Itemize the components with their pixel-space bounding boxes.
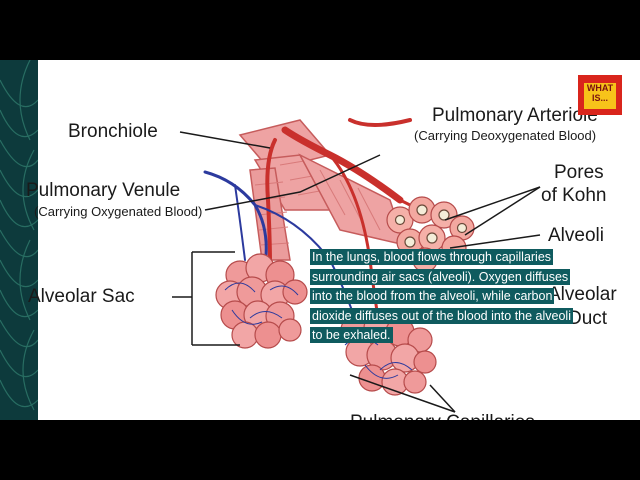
- logo-line2: IS...: [591, 93, 608, 103]
- leader-lines: [172, 131, 541, 413]
- alveoli-anatomy-diagram: [172, 118, 541, 413]
- decorative-side-panel: [0, 60, 38, 420]
- label-pulmonary-artery-sub: (Carrying Deoxygenated Blood): [414, 128, 597, 143]
- label-pulmonary-capillaries: Pulmonary Capillaries: [350, 412, 535, 420]
- label-alveolar-sac: Alveolar Sac: [28, 286, 135, 307]
- label-bronchiole: Bronchiole: [68, 121, 158, 142]
- pores-of-kohn: [394, 204, 468, 248]
- label-pulmonary-venule: Pulmonary Venule: [26, 180, 181, 201]
- label-pulmonary-venule-sub: (Carrying Oxygenated Blood): [34, 204, 203, 219]
- logo-line1: WHAT: [586, 83, 614, 93]
- video-frame[interactable]: Bronchiole Pulmonary Arteriole (Carrying…: [0, 60, 640, 420]
- letterbox-top: [0, 0, 640, 60]
- label-alveolar-duct-line1: Alveolar: [548, 284, 617, 305]
- channel-logo[interactable]: WHAT IS...: [578, 75, 622, 115]
- label-pulmonary-artery: Pulmonary Arteriole: [432, 105, 598, 126]
- caption-overlay: In the lungs, blood flows through capill…: [310, 248, 580, 346]
- alveolar-sac-cluster: [215, 253, 308, 349]
- label-pores-line2: of Kohn: [541, 185, 607, 206]
- letterbox-bottom: [0, 420, 640, 480]
- label-pores-line1: Pores: [554, 162, 604, 183]
- label-alveoli: Alveoli: [548, 225, 604, 246]
- caption-text: In the lungs, blood flows through capill…: [310, 249, 573, 343]
- alveoli-cluster-upper: [386, 196, 475, 273]
- label-alveolar-duct-line2: Duct: [568, 308, 608, 329]
- logo-badge: WHAT IS...: [584, 83, 616, 109]
